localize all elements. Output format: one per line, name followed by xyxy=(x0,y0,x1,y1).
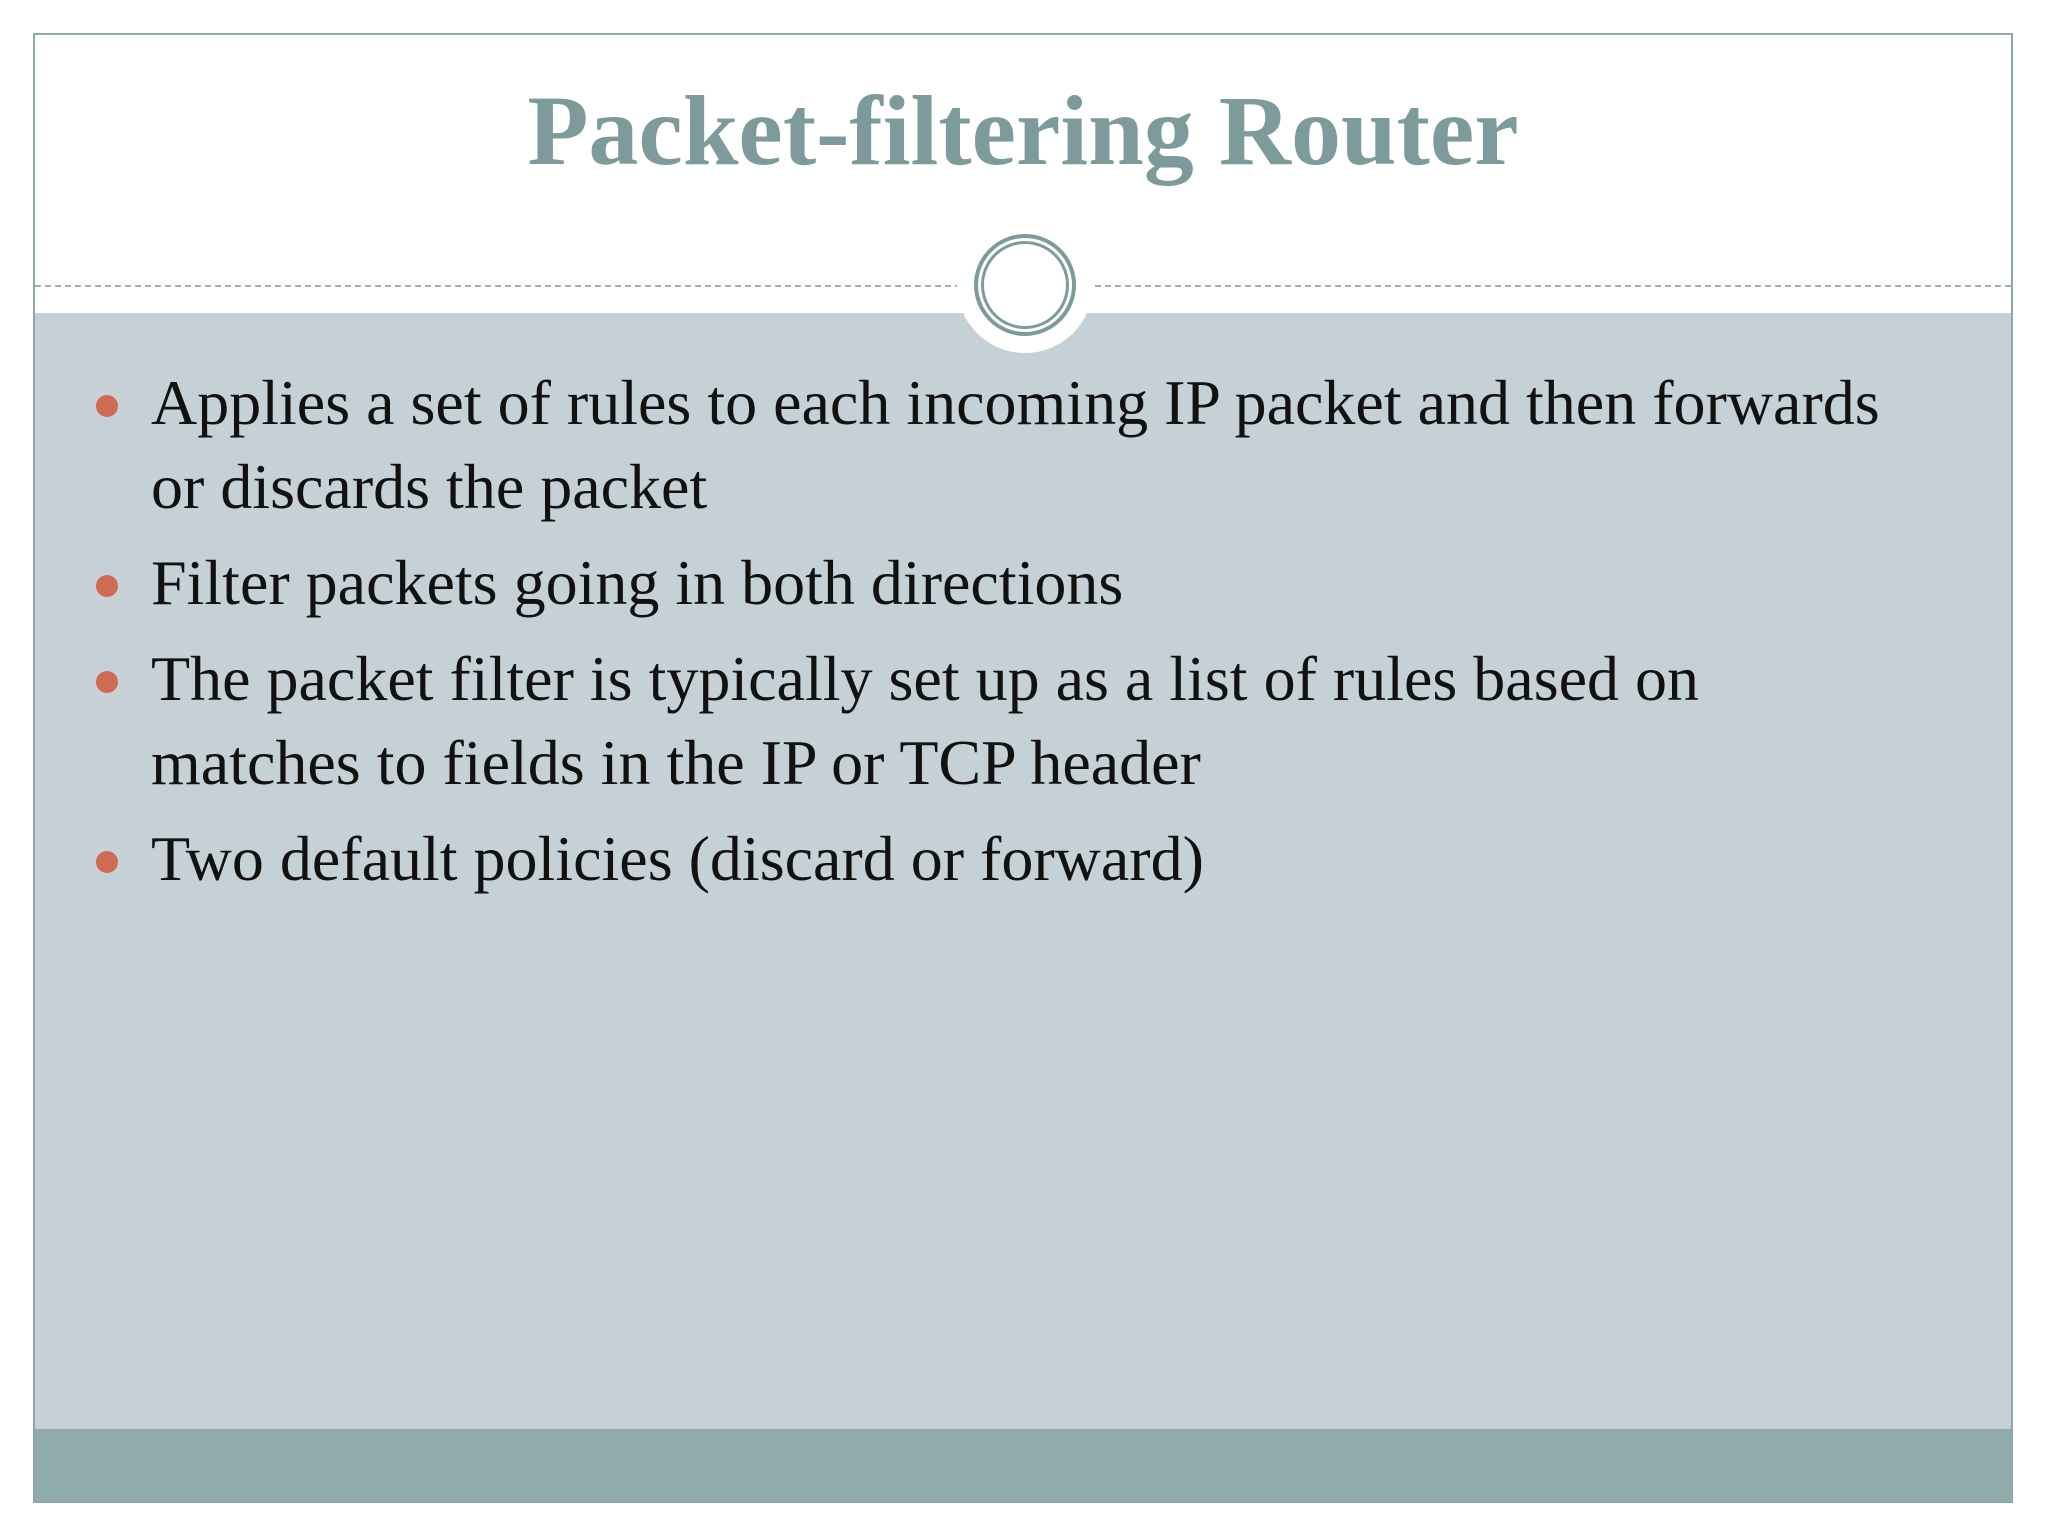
content-area xyxy=(35,313,2011,1433)
bullet-text: The packet filter is typically set up as… xyxy=(151,643,1699,798)
bullet-dot-icon xyxy=(96,851,118,873)
bullet-list: Applies a set of rules to each incoming … xyxy=(35,361,2011,913)
bullet-item: Applies a set of rules to each incoming … xyxy=(35,361,2011,529)
bullet-item: Filter packets going in both directions xyxy=(35,541,2011,625)
bullet-dot-icon xyxy=(96,395,118,417)
bullet-text: Two default policies (discard or forward… xyxy=(151,823,1204,894)
slide-title: Packet-filtering Router xyxy=(527,75,1519,186)
bullet-item: The packet filter is typically set up as… xyxy=(35,637,2011,805)
slide-frame: Packet-filtering Router Applies a set of… xyxy=(33,33,2013,1503)
bullet-text: Filter packets going in both directions xyxy=(151,547,1124,618)
footer-band xyxy=(35,1429,2011,1501)
circle-ornament-inner-icon xyxy=(981,241,1069,329)
bullet-text: Applies a set of rules to each incoming … xyxy=(151,367,1880,522)
bullet-dot-icon xyxy=(96,671,118,693)
bullet-item: Two default policies (discard or forward… xyxy=(35,817,2011,901)
bullet-dot-icon xyxy=(96,575,118,597)
